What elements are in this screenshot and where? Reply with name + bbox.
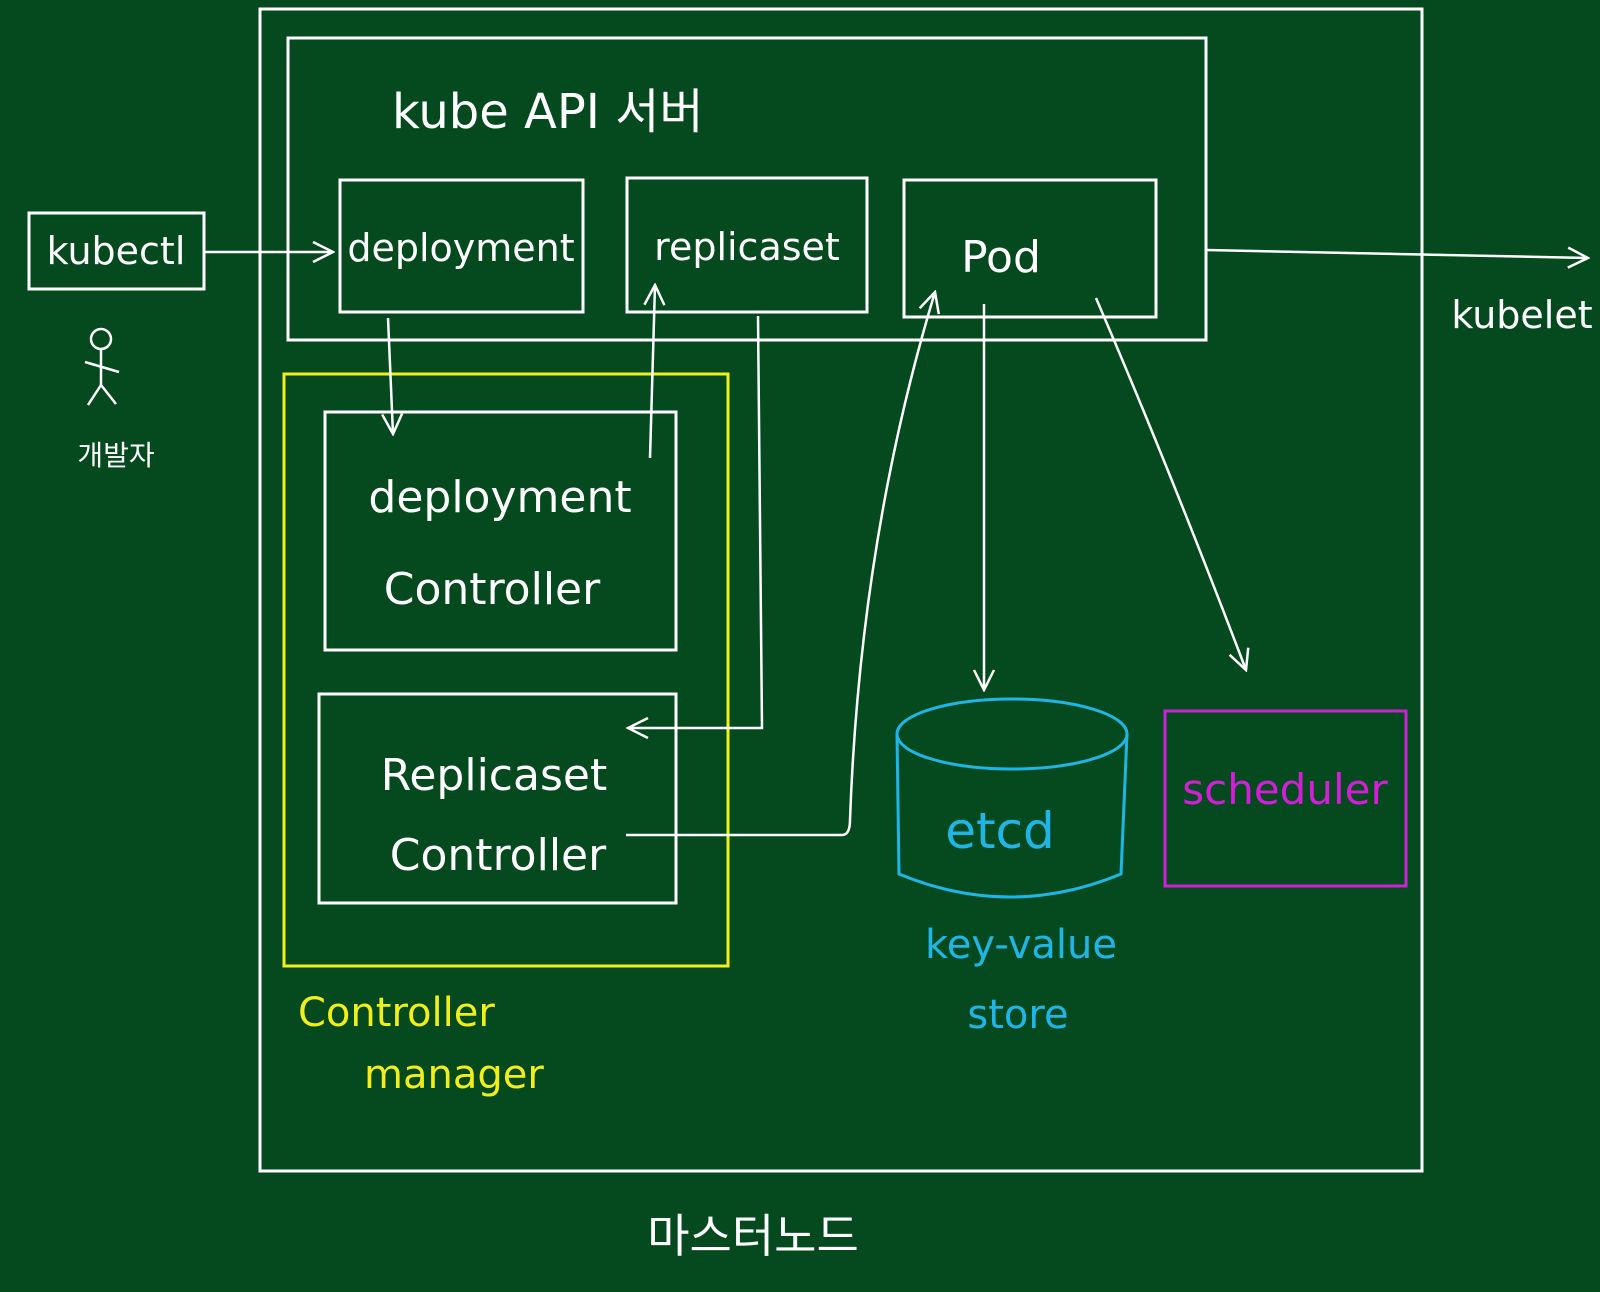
scheduler-label: scheduler [1182,765,1388,814]
controller-manager-label-line1: Controller [298,990,495,1036]
master-node-box [258,7,1424,1173]
pod-box [902,178,1158,319]
replicaset-controller-box [317,692,678,905]
etcd-desc-line2: store [967,992,1068,1038]
etcd-label: etcd [945,802,1055,860]
arrow-deployment-controller-to-replicaset [650,285,655,459]
arrow-replicaset-to-replicaset-controller [628,315,764,728]
replicaset-controller-label-line2: Controller [390,830,607,881]
stick-figure-icon [84,327,120,406]
arrow-pod-to-scheduler [1094,297,1246,670]
deployment-label: deployment [347,226,574,270]
etcd-desc-line1: key-value [925,922,1117,968]
replicaset-controller-label-line1: Replicaset [381,750,607,801]
developer-label: 개발자 [77,439,154,472]
arrow-replicaset-controller-to-pod [626,292,935,837]
deployment-box [338,178,585,314]
api-server-label: kube API 서버 [392,84,704,140]
pod-label: Pod [961,232,1041,283]
master-node-label: 마스터노드 [647,1209,859,1263]
replicaset-box [625,176,869,314]
controller-manager-box [282,372,730,968]
deployment-controller-box [323,410,678,652]
etcd-cylinder [895,697,1129,899]
deployment-controller-label-line2: Controller [384,564,601,615]
arrow-api-server-to-kubelet [1205,250,1588,258]
arrows [204,250,1588,837]
replicaset-label: replicaset [654,225,840,269]
scheduler-box [1163,709,1408,888]
kubelet-label: kubelet [1451,293,1592,337]
controller-manager-label-line2: manager [364,1052,544,1098]
arrow-deployment-to-deployment-controller [388,317,393,434]
kubectl-label: kubectl [47,229,186,273]
deployment-controller-label-line1: deployment [368,472,631,523]
api-server-box [286,36,1208,342]
